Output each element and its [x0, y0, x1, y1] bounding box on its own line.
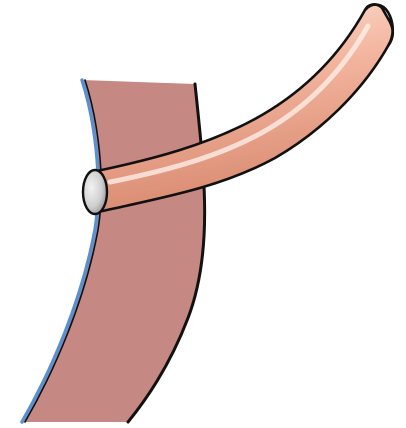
wall-band — [22, 80, 205, 422]
tube-cut-end — [83, 170, 107, 214]
tube-end — [83, 170, 107, 214]
